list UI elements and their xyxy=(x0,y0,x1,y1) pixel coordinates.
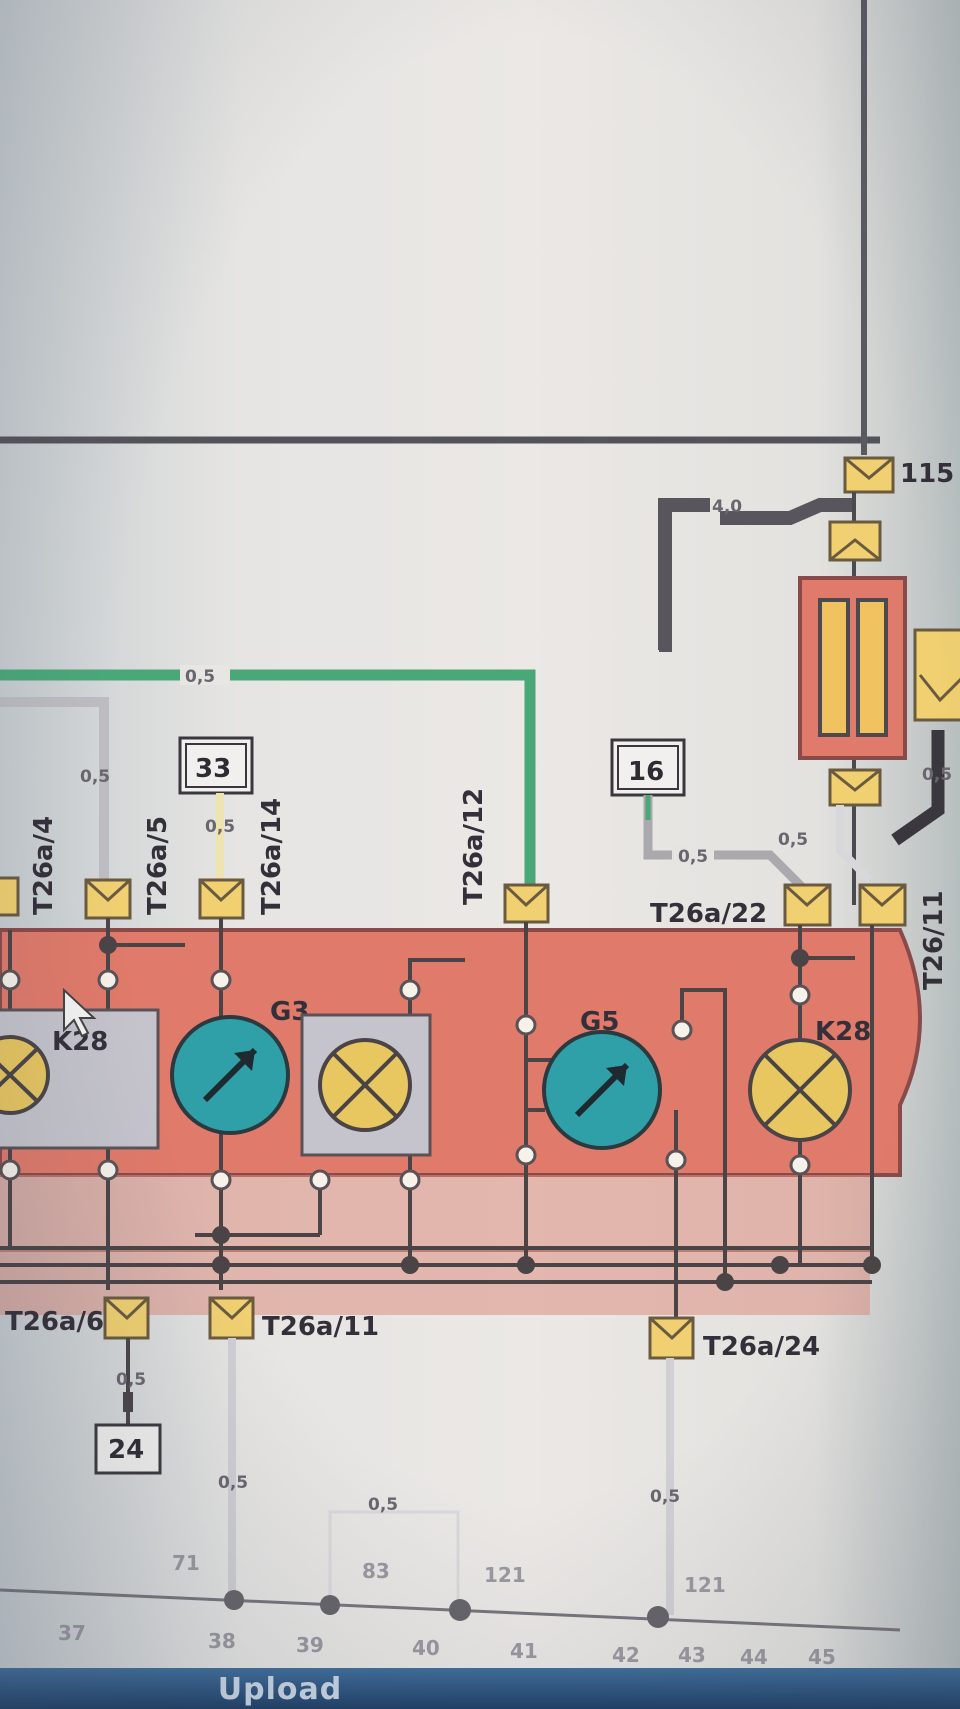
column-numbers: 37 38 39 40 41 42 43 44 45 xyxy=(58,1621,836,1669)
connector-t26a-22: T26a/22 xyxy=(650,883,832,929)
column-number: 38 xyxy=(208,1629,236,1653)
reference-number: 71 xyxy=(172,1551,200,1575)
column-number: 37 xyxy=(58,1621,86,1645)
connector-label: 115 xyxy=(900,459,954,489)
reference-box-16: 16 0,5 0,5 xyxy=(610,738,873,894)
wire-size-label: 0,5 xyxy=(778,830,808,850)
connector-label: T26a/24 xyxy=(703,1332,820,1362)
wire-size-label: 0,5 xyxy=(185,667,215,687)
reference-box-33: 33 0,5 xyxy=(178,736,254,890)
connector-t26a-14: T26a/14 xyxy=(198,798,287,920)
column-number: 45 xyxy=(808,1645,836,1668)
component-g5-gauge: G5 xyxy=(542,1007,662,1150)
connector-t26a-11: T26a/11 xyxy=(208,1296,379,1342)
wire-size-label: 0,5 xyxy=(678,847,708,867)
component-k28-right: K28 xyxy=(748,1017,871,1142)
reference-box-24: 0,5 24 xyxy=(94,1338,162,1475)
connector-label: T26a/12 xyxy=(459,788,489,905)
connector-t26a-5: T26a/5 xyxy=(84,816,173,920)
wiring-diagram: 115 4,0 0,5 0,5 0,5 33 xyxy=(0,0,960,1669)
green-wire: 0,5 xyxy=(0,665,536,895)
wire-size-label: 0,5 xyxy=(922,765,952,785)
connector-label: T26a/4 xyxy=(29,816,59,915)
upload-button[interactable]: Upload xyxy=(217,1672,343,1707)
connector-t26a-24: T26a/24 xyxy=(648,1316,820,1362)
component-label: G5 xyxy=(580,1007,619,1037)
component-k28-left: K28 xyxy=(0,1008,160,1150)
taskbar xyxy=(0,1668,960,1709)
component-lamp-box xyxy=(300,1013,432,1157)
connector-115: 115 xyxy=(843,456,954,494)
wire-size-label: 0,5 xyxy=(80,767,110,787)
column-number: 40 xyxy=(412,1636,440,1660)
reference-number: 121 xyxy=(684,1573,726,1597)
heavy-gray-wire: 4,0 xyxy=(658,497,852,652)
column-number: 42 xyxy=(612,1643,640,1667)
bottom-reference-numbers: 71 83 121 121 xyxy=(172,1551,726,1597)
wire-size-label: 0,5 xyxy=(650,1487,680,1507)
column-number: 39 xyxy=(296,1633,324,1657)
column-number: 43 xyxy=(678,1643,706,1667)
box-label: 24 xyxy=(108,1435,144,1465)
wire-size-label: 0,5 xyxy=(218,1473,248,1493)
wire-size-label: 0,5 xyxy=(368,1495,398,1515)
gray-wire-left: 0,5 xyxy=(0,697,110,890)
box-label: 33 xyxy=(195,754,231,784)
connector-far-right: 0,5 xyxy=(891,628,960,846)
connector-label: T26a/22 xyxy=(650,899,767,929)
wire-size-label: 4,0 xyxy=(712,497,742,517)
pin-circles xyxy=(0,969,811,1191)
component-label: K28 xyxy=(815,1017,871,1047)
connector-t26a-12: T26a/12 xyxy=(459,788,550,924)
connector-label: T26a/14 xyxy=(257,798,287,915)
bottom-connectors: T26a/6 T26a/11 T26a/24 xyxy=(5,1296,820,1362)
wire-size-label: 0,5 xyxy=(205,817,235,837)
connector-label: T26/11 xyxy=(919,890,949,990)
connector-label: T26a/6 xyxy=(5,1307,104,1337)
box-label: 16 xyxy=(628,757,664,787)
connector-label: T26a/5 xyxy=(143,816,173,915)
component-g3-gauge: G3 xyxy=(170,997,309,1135)
lower-wires: 0,5 0,5 0,5 xyxy=(0,1338,901,1632)
column-number: 44 xyxy=(740,1645,768,1668)
connector-t26a-6: T26a/6 xyxy=(5,1296,150,1340)
connector-label: T26a/11 xyxy=(262,1312,379,1342)
wire-size-label: 0,5 xyxy=(116,1370,146,1390)
reference-number: 121 xyxy=(484,1563,526,1587)
connector-t26-11: T26/11 xyxy=(858,883,949,990)
connector-t26a-4: T26a/4 xyxy=(0,816,59,917)
top-connectors: T26a/4 T26a/5 T26a/14 T26a/12 T26a/22 T2… xyxy=(0,788,949,990)
column-number: 41 xyxy=(510,1639,538,1663)
mouse-cursor-icon xyxy=(63,987,97,1038)
fuse-relay xyxy=(798,492,907,905)
reference-number: 83 xyxy=(362,1559,390,1583)
junction-dots xyxy=(99,936,881,1291)
